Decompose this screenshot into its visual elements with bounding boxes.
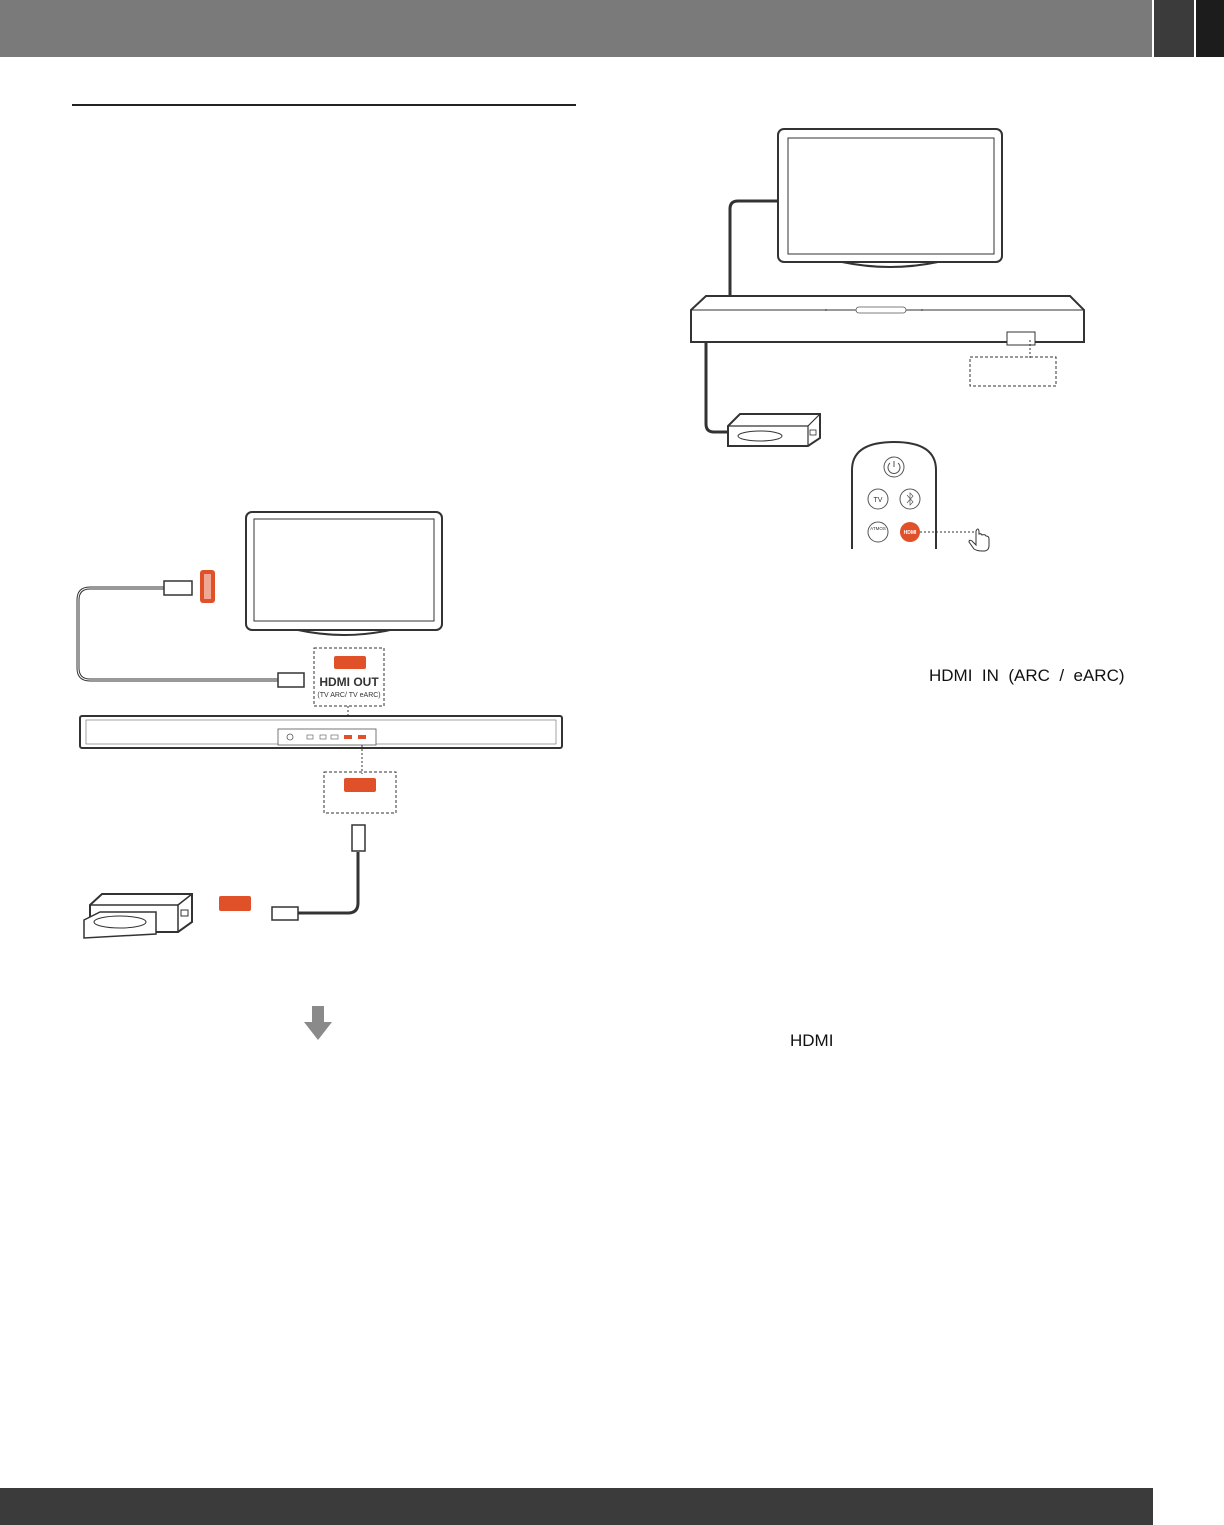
tv-illustration — [245, 511, 443, 636]
hdmi-out-sublabel: (TV ARC/ TV eARC) — [317, 692, 380, 699]
hdmi-in-arc-label: HDMI IN (ARC / eARC) — [929, 666, 1125, 685]
tv-illustration-right — [777, 128, 1003, 268]
hdmi-cable-tv — [76, 580, 305, 688]
blu-ray-player-illustration-right — [727, 413, 821, 447]
remote-atmos-label: ATMOS — [870, 526, 886, 531]
page-header-bar — [0, 0, 1152, 57]
hdmi-out-label: HDMI OUT — [319, 675, 379, 689]
tv-hdmi-port-icon — [200, 570, 215, 603]
page-footer-bar — [0, 1488, 1153, 1525]
page-tab-light — [1154, 0, 1194, 57]
remote-tv-label: TV — [874, 497, 883, 504]
section-heading-rule — [72, 104, 576, 106]
remote-hdmi-label: HDMI — [904, 530, 917, 536]
arrow-down-icon — [304, 1006, 332, 1040]
soundbar-front-illustration — [690, 295, 1085, 346]
hdmi-button-label: HDMI — [790, 1031, 834, 1050]
hdmi-cable-player — [271, 824, 366, 921]
hdmi-in-callout — [323, 771, 397, 814]
hand-pointer-icon — [968, 528, 990, 552]
remote-control-illustration: TV ATMOS HDMI — [851, 440, 937, 549]
display-callout — [969, 356, 1057, 387]
player-hdmi-port-icon — [219, 896, 251, 911]
hdmi-out-callout: HDMI OUT (TV ARC/ TV eARC) — [313, 647, 385, 707]
blu-ray-player-illustration — [83, 893, 193, 939]
soundbar-rear-illustration — [79, 715, 563, 749]
page-tab-dark — [1196, 0, 1224, 57]
